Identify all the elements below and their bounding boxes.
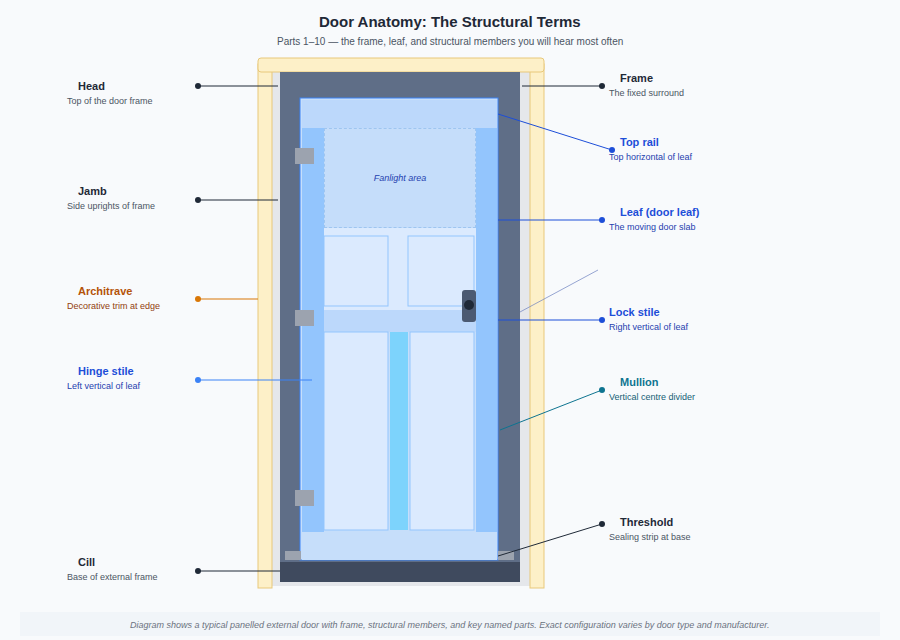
part-description: The moving door slab <box>609 222 696 233</box>
leader-dot <box>599 387 605 393</box>
hinge-stile <box>302 128 324 532</box>
leader-dot <box>195 197 201 203</box>
threshold-block <box>285 551 301 560</box>
part-description: Side uprights of frame <box>67 201 155 212</box>
diagram-title: Door Anatomy: The Structural Terms <box>319 13 581 31</box>
part-name: Frame <box>620 72 653 85</box>
leader-line <box>500 390 602 430</box>
leader-dot <box>599 317 605 323</box>
panel <box>324 236 388 306</box>
subtitle: Parts 1–10 — the frame, leaf, and struct… <box>277 36 623 48</box>
mullion <box>390 332 408 530</box>
caption: Diagram shows a typical panelled externa… <box>130 620 769 631</box>
part-name: Head <box>78 80 105 93</box>
caption-band <box>20 612 880 636</box>
leader-line <box>198 200 278 201</box>
handle <box>462 290 476 322</box>
lock-stile <box>476 128 497 532</box>
part-name: Jamb <box>78 185 107 198</box>
part-description: Right vertical of leaf <box>609 322 688 333</box>
leader-dot <box>599 217 605 223</box>
leader-dot <box>195 568 201 574</box>
leader-dot <box>195 296 201 302</box>
leader-line <box>498 114 612 150</box>
part-name: Threshold <box>620 516 673 529</box>
leader-line <box>498 220 602 221</box>
hinge <box>295 310 314 326</box>
fanlight-panel: Fanlight area <box>324 128 476 228</box>
part-name: Architrave <box>78 285 132 298</box>
part-description: The fixed surround <box>609 88 684 99</box>
lock-cylinder <box>464 300 474 310</box>
part-description: Left vertical of leaf <box>67 381 140 392</box>
area-label: Fanlight area <box>374 173 427 183</box>
part-name: Lock stile <box>609 306 660 319</box>
leader-line <box>198 299 258 300</box>
part-description: Top horizontal of leaf <box>609 152 692 163</box>
leader-dot <box>195 377 201 383</box>
leader-line <box>198 86 278 87</box>
top-rail <box>302 100 497 128</box>
leader-line <box>498 320 602 321</box>
architrave-right <box>530 64 544 588</box>
part-name: Mullion <box>620 376 659 389</box>
cill <box>280 562 520 582</box>
hinge <box>295 148 314 164</box>
architrave-left <box>258 64 272 588</box>
part-name: Hinge stile <box>78 365 134 378</box>
bottom-rail <box>302 532 497 560</box>
part-name: Top rail <box>620 136 659 149</box>
middle-rail <box>324 310 476 332</box>
architrave-top <box>258 58 544 72</box>
leader-line <box>198 571 280 572</box>
leader-dot <box>599 83 605 89</box>
part-description: Decorative trim at edge <box>67 301 160 312</box>
part-name: Cill <box>78 556 95 569</box>
panel-ground <box>324 228 476 332</box>
leader-line <box>498 524 602 556</box>
leader-line <box>198 380 312 381</box>
panel <box>410 332 474 530</box>
leader-line <box>520 270 598 312</box>
leader-dot <box>195 83 201 89</box>
leader-line <box>522 86 602 87</box>
reveal <box>272 70 530 586</box>
hinge <box>295 490 314 506</box>
leader-dot <box>599 521 605 527</box>
part-description: Top of the door frame <box>67 96 153 107</box>
panel <box>324 332 388 530</box>
part-description: Vertical centre divider <box>609 392 695 403</box>
part-description: Base of external frame <box>67 572 158 583</box>
leaf <box>300 98 498 560</box>
frame <box>280 72 520 582</box>
part-description: Sealing strip at base <box>609 532 691 543</box>
part-name: Leaf (door leaf) <box>620 206 699 219</box>
